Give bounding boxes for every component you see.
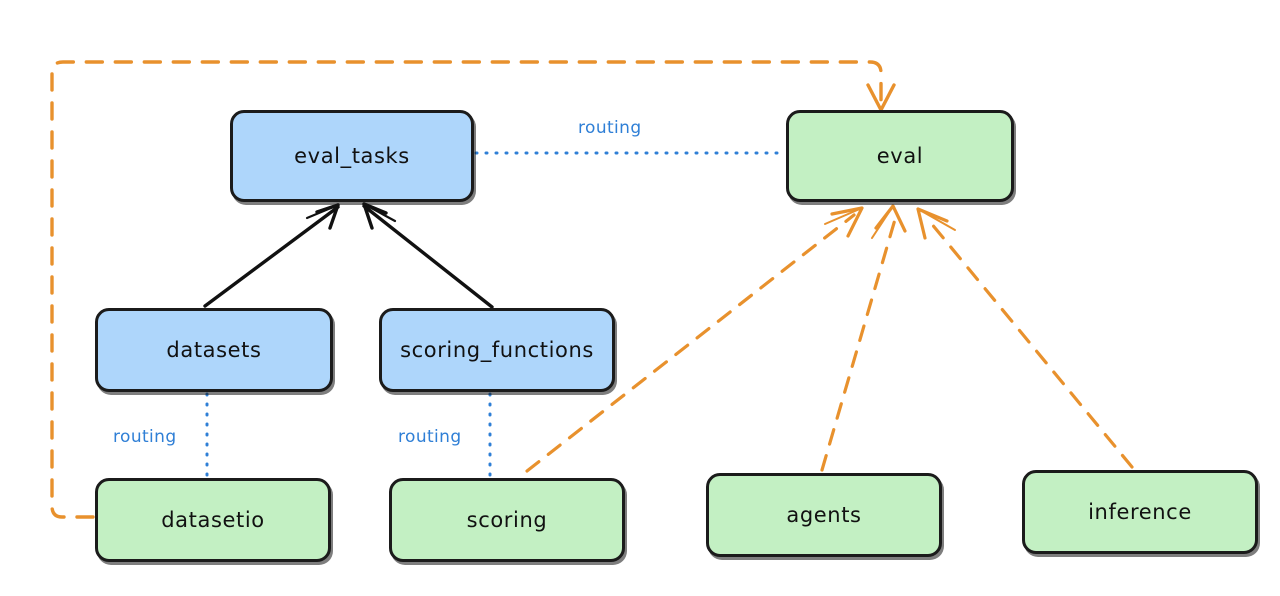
node-label-datasets: datasets — [166, 338, 262, 362]
node-scoring[interactable]: scoring — [389, 478, 625, 562]
node-label-datasetio: datasetio — [161, 508, 265, 532]
edge-agents-to-eval — [820, 204, 907, 472]
edge-label-routing-scoring_functions-scoring: routing — [398, 427, 462, 447]
edge-inference-to-eval — [916, 207, 1134, 469]
node-eval_tasks[interactable]: eval_tasks — [230, 110, 474, 202]
node-label-inference: inference — [1088, 500, 1192, 524]
node-label-scoring_functions: scoring_functions — [400, 338, 594, 362]
node-label-eval_tasks: eval_tasks — [294, 144, 410, 168]
edge-label-routing-datasets-datasetio: routing — [113, 427, 177, 447]
node-scoring_functions[interactable]: scoring_functions — [379, 308, 615, 392]
node-label-eval: eval — [876, 144, 924, 168]
node-label-scoring: scoring — [466, 508, 548, 532]
node-datasetio[interactable]: datasetio — [95, 478, 331, 562]
edge-label-routing-eval_tasks-eval: routing — [578, 118, 642, 138]
node-inference[interactable]: inference — [1022, 470, 1258, 554]
edge-scoring_functions-to-eval_tasks — [362, 202, 494, 309]
node-datasets[interactable]: datasets — [95, 308, 333, 392]
node-label-agents: agents — [786, 503, 862, 527]
node-agents[interactable]: agents — [706, 473, 942, 557]
edge-datasets-to-eval_tasks — [203, 203, 340, 308]
node-eval[interactable]: eval — [786, 110, 1014, 202]
